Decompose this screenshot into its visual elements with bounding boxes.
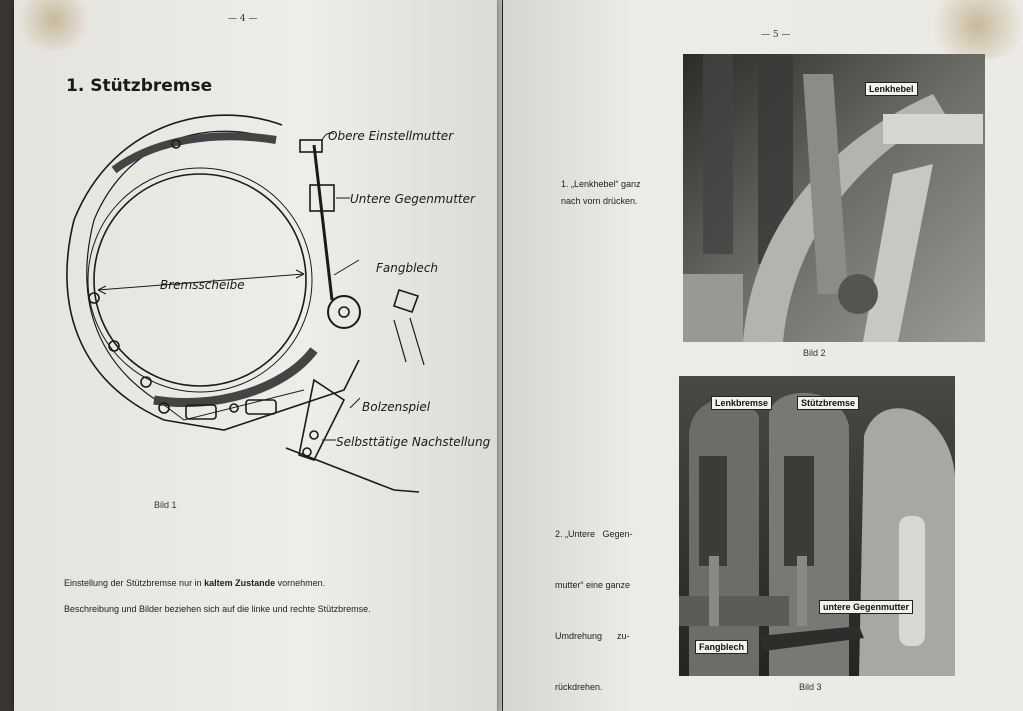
photo-bild-3: Lenkbremse Stützbremse untere Gegenmutte… xyxy=(679,376,955,676)
label-obere-einstellmutter: Obere Einstellmutter xyxy=(328,129,454,143)
band-bolt-4 xyxy=(158,402,170,414)
figure-caption-bild1: Bild 1 xyxy=(154,500,177,510)
step-1-instruction: 1. „Lenkhebel“ ganz nach vorn drücken. xyxy=(561,176,641,210)
tag-untere-gegenmutter: untere Gegenmutter xyxy=(819,600,914,614)
label-selbsttaetige-nachstellung: Selbsttätige Nachstellung xyxy=(336,435,491,449)
photo-bild-2: Lenkhebel xyxy=(683,54,985,342)
left-page: — 4 — 1. Stützbremse xyxy=(14,0,502,711)
tag-lenkbremse: Lenkbremse xyxy=(711,396,773,410)
lever-detail xyxy=(393,288,420,314)
tag-lenkhebel: Lenkhebel xyxy=(865,82,918,96)
base-line xyxy=(285,447,420,493)
paragraph-kaltem-zustande: Einstellung der Stützbremse nur in kalte… xyxy=(64,578,325,588)
automatic-adjuster xyxy=(298,378,346,461)
label-fangblech: Fangblech xyxy=(376,261,438,275)
dimension-arrows xyxy=(97,269,305,295)
label-bremsscheibe: Bremsscheibe xyxy=(160,278,245,292)
paragraph1-pre: Einstellung der Stützbremse nur in xyxy=(64,578,205,588)
step2-line2: mutter“ eine ganze xyxy=(555,580,631,590)
leader-obere xyxy=(321,132,335,141)
upper-adjust-nut xyxy=(299,139,323,153)
figure-caption-bild3: Bild 3 xyxy=(799,682,822,692)
housing-edge xyxy=(163,359,360,431)
dimension-line xyxy=(97,273,305,291)
housing-slot-2 xyxy=(245,399,277,415)
photo-bild-3-image xyxy=(679,376,955,676)
housing-slot-1 xyxy=(185,404,217,420)
step2-line1: 2. „Untere Gegen- xyxy=(555,529,633,539)
pivot-bolt xyxy=(327,295,361,329)
label-bolzenspiel: Bolzenspiel xyxy=(362,400,431,414)
paragraph1-bold: kaltem Zustande xyxy=(204,578,276,588)
section-heading: 1. Stützbremse xyxy=(66,76,213,96)
step-2-instruction: 2. „Untere Gegen- mutter“ eine ganze Umd… xyxy=(555,492,633,711)
band-bolt-2 xyxy=(108,340,120,352)
brake-disc-inner-ring xyxy=(87,167,313,393)
figure-caption-bild2: Bild 2 xyxy=(803,348,826,358)
tag-fangblech: Fangblech xyxy=(695,640,749,654)
paragraph1-post: vornehmen. xyxy=(275,578,326,588)
lower-counter-nut xyxy=(309,184,335,212)
step1-line2: nach vorn drücken. xyxy=(561,196,638,206)
brake-disc-outline xyxy=(93,173,307,387)
pivot-center xyxy=(338,306,350,318)
right-page: — 5 — 1. „Lenkhebel“ ganz nach vorn drüc… xyxy=(503,0,1023,711)
band-bolt-1 xyxy=(88,292,100,304)
brake-diagram: Obere Einstellmutter Untere Gegenmutter … xyxy=(66,114,491,493)
paper-stain xyxy=(14,0,94,50)
adjustment-rod xyxy=(312,144,334,301)
step1-line1: 1. „Lenkhebel“ ganz xyxy=(561,179,641,189)
page-number-right: — 5 — xyxy=(761,30,791,40)
paragraph-beschreibung: Beschreibung und Bilder beziehen sich au… xyxy=(64,604,371,614)
band-bolt-6 xyxy=(171,139,181,149)
step2-line4: rückdrehen. xyxy=(555,682,603,692)
band-bolt-3 xyxy=(140,376,152,388)
leader-bolzenspiel xyxy=(349,397,361,409)
adjuster-bolt-1 xyxy=(309,430,319,440)
brake-lining-top xyxy=(111,132,277,174)
tag-stuetzbremse: Stützbremse xyxy=(797,396,860,410)
paper-stain xyxy=(923,0,1023,60)
brake-band-outer xyxy=(66,114,283,421)
leader-fangblech xyxy=(333,259,360,276)
lever-springs xyxy=(393,317,425,366)
brake-lining-bottom xyxy=(153,347,318,407)
brake-band-inner xyxy=(86,130,277,406)
adjuster-bolt-2 xyxy=(302,447,312,457)
band-bolt-5 xyxy=(229,403,239,413)
step2-line3: Umdrehung zu- xyxy=(555,631,630,641)
label-untere-gegenmutter: Untere Gegenmutter xyxy=(350,192,476,206)
photo-bild-2-image xyxy=(683,54,985,342)
page-number-left: — 4 — xyxy=(228,14,258,24)
